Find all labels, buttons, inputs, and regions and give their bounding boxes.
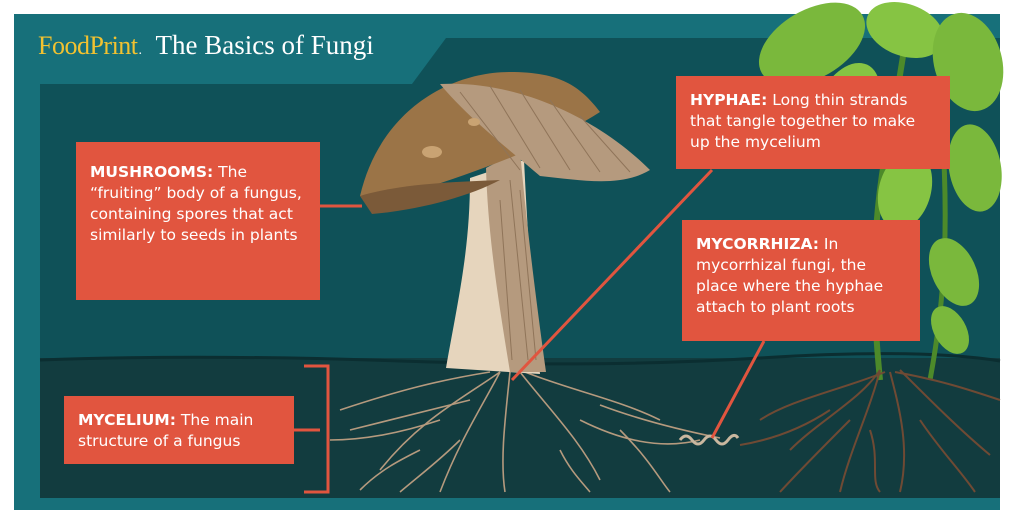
callout-term: MYCELIUM: xyxy=(78,411,176,429)
callout-mushrooms: MUSHROOMS: The “fruiting” body of a fung… xyxy=(76,142,320,300)
foodprint-logo: FoodPrint. xyxy=(38,31,142,61)
callout-term: MYCORRHIZA: xyxy=(696,235,819,253)
page-title: The Basics of Fungi xyxy=(156,30,374,61)
callout-term: MUSHROOMS: xyxy=(90,163,213,181)
logo-food: Food xyxy=(38,31,89,60)
callout-mycorrhiza: MYCORRHIZA: In mycorrhizal fungi, the pl… xyxy=(682,220,920,341)
callout-term: HYPHAE: xyxy=(690,91,767,109)
cap-spot xyxy=(422,146,442,158)
callout-mycelium: MYCELIUM: The main structure of a fungus xyxy=(64,396,294,464)
logo-mark: . xyxy=(139,43,142,58)
cap-spot xyxy=(468,118,480,126)
logo-print: Print xyxy=(89,31,137,60)
callout-hyphae: HYPHAE: Long thin strands that tangle to… xyxy=(676,76,950,169)
header: FoodPrint. The Basics of Fungi xyxy=(38,30,374,64)
